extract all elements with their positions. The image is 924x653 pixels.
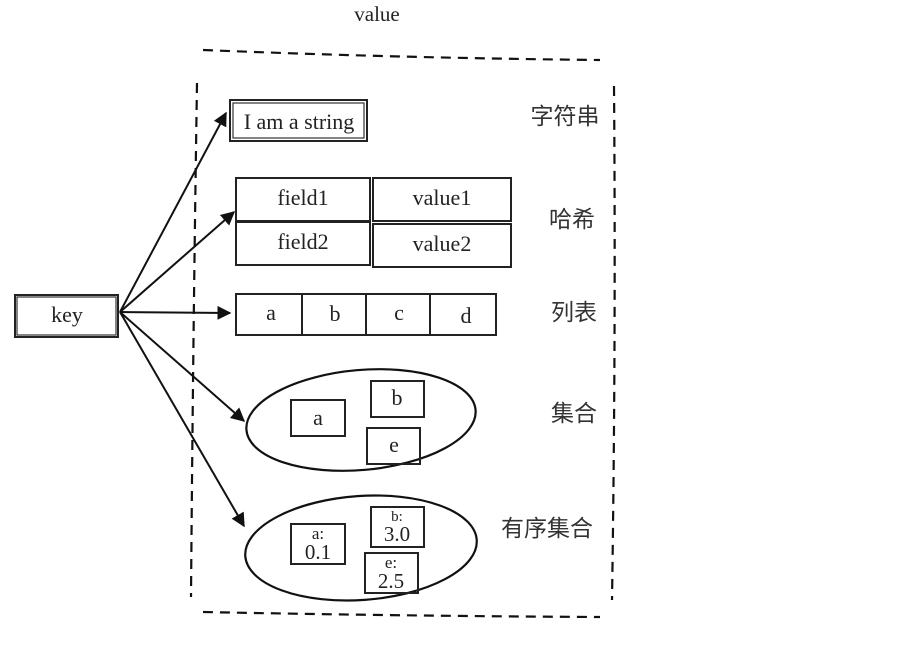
arrow-to-zset [119, 311, 245, 528]
zset-type-label: 有序集合 [501, 516, 593, 542]
set-member: a [313, 405, 323, 430]
zset-score: 2.5 [378, 569, 404, 593]
hash-value-cell: value2 [413, 231, 472, 256]
string-value: I am a string [229, 99, 368, 142]
zset-score: 0.1 [305, 540, 331, 564]
arrow-to-hash [119, 211, 236, 313]
string-type-label: 字符串 [531, 104, 600, 130]
key-label: key [51, 302, 83, 327]
list-item: d [461, 303, 472, 328]
arrows [119, 111, 246, 528]
zset-member: e: [385, 553, 397, 572]
zset-score: 3.0 [384, 522, 410, 546]
zset-member: b: [391, 509, 403, 525]
set-member: b [392, 385, 403, 410]
value-title: value [354, 2, 399, 26]
hash-value: field1 value1 field2 value2 [235, 177, 512, 268]
zset-member: a: [312, 524, 324, 543]
arrow-to-string [119, 111, 227, 313]
set-value: a b e [245, 368, 477, 472]
hash-value-cell: value1 [413, 185, 472, 210]
key-box: key [14, 294, 119, 338]
hash-field: field1 [277, 185, 328, 210]
arrow-to-set [119, 311, 246, 422]
hash-type-label: 哈希 [549, 207, 595, 233]
arrow-to-list [119, 305, 232, 320]
list-item: a [266, 300, 276, 325]
hash-field: field2 [277, 229, 328, 254]
string-text: I am a string [244, 109, 355, 134]
list-item: b [330, 301, 341, 326]
set-member: e [389, 432, 399, 457]
zset-value: a: 0.1 b: 3.0 e: 2.5 [244, 494, 478, 602]
value-container [189, 48, 616, 619]
list-item: c [394, 300, 404, 325]
list-type-label: 列表 [551, 300, 597, 326]
set-type-label: 集合 [551, 401, 597, 427]
list-value: a b c d [235, 293, 497, 336]
